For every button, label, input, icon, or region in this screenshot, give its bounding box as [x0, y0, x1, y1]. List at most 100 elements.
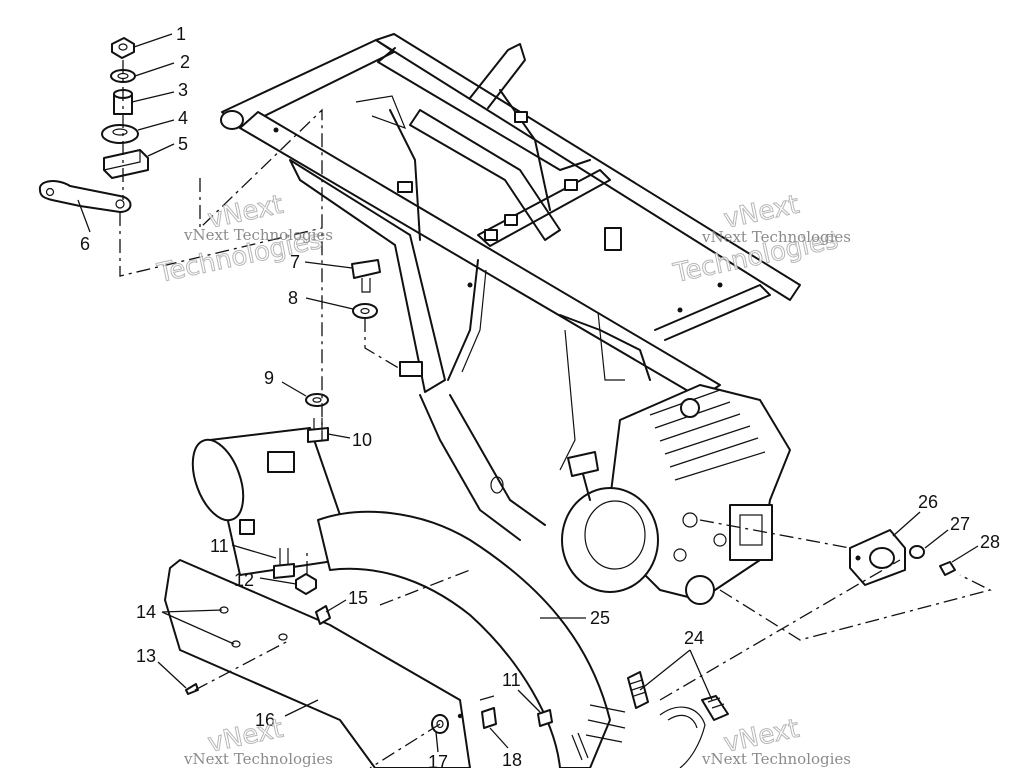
nut-17-hole: [436, 719, 444, 729]
spring-24a: [627, 671, 649, 709]
bracket-6: [38, 180, 132, 213]
bracket-6-hole-1: [45, 187, 55, 197]
callout-16: 16: [255, 710, 275, 730]
spring-bottom: [571, 732, 589, 761]
muffler-mount-bracket: [267, 451, 295, 473]
frame-muffler-mount: [399, 361, 423, 377]
dash-nut-17: [369, 723, 441, 768]
engine-spark-plug: [680, 398, 700, 418]
bolt-7-head: [351, 259, 381, 279]
callout-9: 9: [264, 368, 274, 388]
leader-4: [137, 119, 175, 131]
callout-18: 18: [502, 750, 522, 768]
exhaust-assembly: [191, 427, 956, 768]
frame-brace-2: [389, 109, 421, 241]
bolt-11b-head: [537, 709, 553, 727]
washer-9: [305, 393, 329, 407]
exhaust-ring-3: [585, 734, 623, 743]
bracket-5: [103, 149, 149, 179]
callout-28: 28: [980, 532, 1000, 552]
frame-down-tube-right: [449, 394, 546, 526]
clip-15: [315, 605, 331, 625]
frame-down-tube-left: [419, 394, 521, 541]
frame-slotted-tube: [447, 259, 479, 381]
frame-cross-1: [377, 47, 591, 171]
callout-2: 2: [180, 52, 190, 72]
watermark-text-top-right: vNext Technologies: [701, 228, 851, 246]
frame-brace: [499, 89, 551, 211]
leader-6: [77, 199, 91, 233]
leader-24: [639, 649, 713, 701]
nut-1: [111, 37, 135, 59]
frame-tab-3: [564, 179, 578, 191]
engine-fin-5: [669, 437, 759, 468]
engine-fin-6: [674, 451, 766, 481]
dash-flange: [719, 574, 992, 641]
washer-9-hole: [312, 397, 322, 403]
heat-shield: [164, 559, 471, 768]
exhaust-clamp: [659, 706, 706, 768]
frame-tab-5: [514, 111, 528, 123]
watermark-bottom-right: vNext vNext Technologies: [701, 713, 851, 768]
dash-engine-flange: [699, 519, 851, 549]
frame-right-rail: [375, 33, 801, 301]
callout-12: 12: [234, 570, 254, 590]
leader-27: [924, 529, 949, 549]
exhaust-clamp-inner: [667, 714, 698, 729]
callout-17: 17: [428, 752, 448, 768]
dash-screw-13: [194, 639, 291, 691]
callout-7: 7: [290, 252, 300, 272]
frame-rivet-3: [717, 282, 723, 288]
clip-18-tab: [479, 695, 495, 701]
watermark-text-bottom-right: vNext Technologies: [701, 750, 851, 768]
screw-13: [185, 683, 199, 695]
watermark-text-top-left: vNext Technologies: [183, 226, 333, 244]
dash-frame-to-muffler: [199, 108, 323, 440]
callout-4: 4: [178, 108, 188, 128]
leader-lines: [77, 33, 979, 753]
frame-tube-end: [220, 110, 244, 130]
callout-10: 10: [352, 430, 372, 450]
frame-front-tube: [221, 39, 395, 129]
callout-14: 14: [136, 602, 156, 622]
callout-3: 3: [178, 80, 188, 100]
leader-14: [161, 609, 235, 645]
frame-hole: [490, 476, 504, 494]
bracket-6-hole-2: [115, 199, 125, 209]
nut-12: [295, 573, 317, 595]
callout-27: 27: [950, 514, 970, 534]
dash-bracket-6: [119, 212, 323, 277]
engine-fin-3: [659, 413, 741, 442]
leader-26: [892, 511, 921, 537]
bolt-10-head: [307, 427, 329, 443]
bolt-11a-shank: [279, 548, 289, 566]
leader-11a: [231, 544, 277, 559]
exhaust-flange-port: [869, 547, 895, 569]
frame-cross-2: [477, 169, 611, 247]
bolt-7-shank: [361, 278, 371, 293]
leader-10: [327, 433, 351, 439]
frame-rear-plate: [559, 314, 651, 381]
leader-1: [133, 33, 173, 48]
grommet-4-hole: [112, 128, 128, 136]
nut-28: [939, 561, 956, 576]
bolt-11a-head: [273, 563, 295, 579]
leader-5: [147, 143, 175, 157]
callout-1: 1: [176, 24, 186, 44]
leader-9: [281, 381, 307, 397]
callout-labels: 1 2 3 4 5 6 7 8 9 10 11 12 13 14 15 16 1…: [80, 24, 1000, 768]
leader-7: [304, 261, 353, 269]
frame-assembly: [220, 33, 801, 541]
muffler-end-cap: [191, 438, 245, 522]
leader-13: [157, 661, 187, 689]
callout-8: 8: [288, 288, 298, 308]
frame-left-diagonal: [289, 159, 446, 393]
frame-rear-bracket: [469, 43, 526, 109]
shield-hole-4: [457, 713, 463, 719]
frame-rivet-4: [677, 307, 683, 313]
muffler-lower-tab: [239, 519, 255, 535]
engine-recoil-inner: [584, 500, 646, 570]
callout-5: 5: [178, 134, 188, 154]
